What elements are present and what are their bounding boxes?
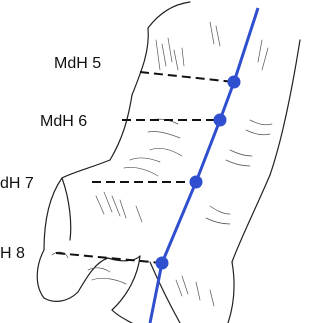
acupoint-marker-mdh8 [156,257,169,270]
leader-line-mdh5 [140,72,234,82]
acupoint-marker-mdh5 [228,76,241,89]
hand-sketch [37,2,300,323]
label-mdh7: dH 7 [0,175,34,192]
acupoint-marker-mdh7 [190,176,203,189]
label-mdh6: MdH 6 [40,113,87,130]
acupoint-marker-mdh6 [214,114,227,127]
label-mdh8: H 8 [0,245,25,262]
label-mdh5: MdH 5 [54,55,101,72]
